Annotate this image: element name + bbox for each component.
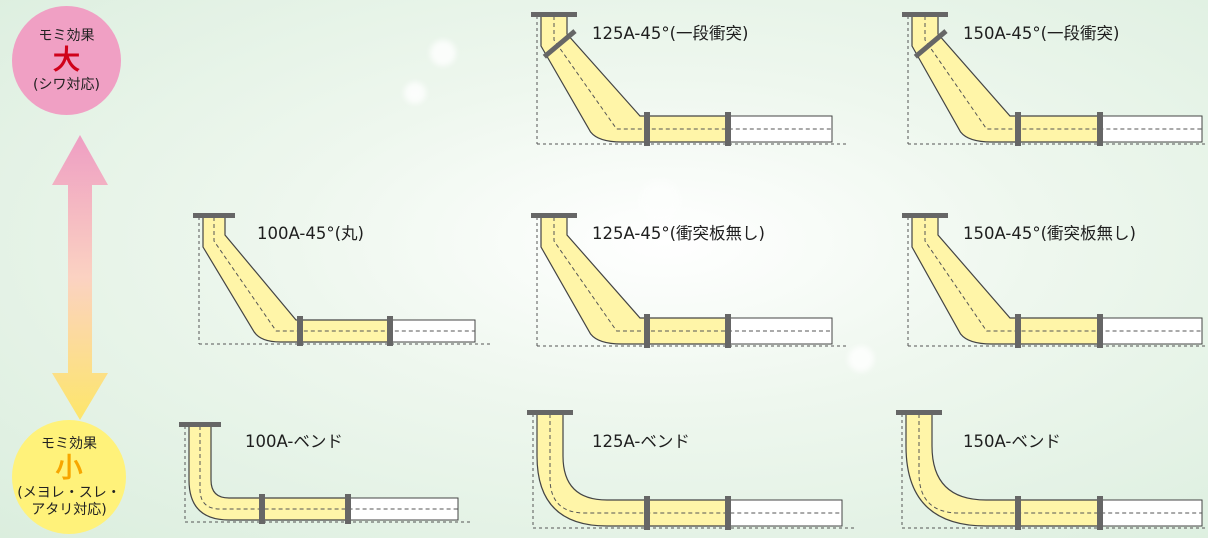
label-125a-45-impact: 125A-45°(一段衝突) xyxy=(592,24,749,43)
pipe-125-bend-top-flange xyxy=(527,410,573,415)
pipe-100-round-pipe xyxy=(202,216,391,343)
pipe-125-bend-flange-2 xyxy=(725,496,731,530)
pipe-100-bend-pipe xyxy=(188,425,349,521)
effect-scale-arrow xyxy=(52,135,108,420)
pipe-150-impact-top-flange xyxy=(902,12,948,17)
background-sparkle xyxy=(640,180,680,220)
pipe-150-impact-pipe xyxy=(911,15,1101,143)
pipe-125-impact-top-flange xyxy=(531,12,577,17)
low-effect-note: (メヨレ・スレ・ xyxy=(17,484,121,501)
pipe-125-bend-pipe xyxy=(536,413,729,527)
pipe-100-round-flange-1 xyxy=(297,316,303,346)
pipe-125-none-centerline xyxy=(553,217,832,332)
high-effect-title: モミ効果 xyxy=(38,27,95,44)
pipe-150-none-top-flange xyxy=(902,213,948,218)
pipe-125-impact-flange-1 xyxy=(644,112,650,146)
pipe-125-impact-flange-2 xyxy=(725,112,731,146)
pipe-150-impact-flange-2 xyxy=(1097,112,1103,146)
pipe-100-round-centerline xyxy=(213,217,475,332)
pipe-125-none-top-flange xyxy=(531,213,577,218)
pipe-125-impact-pipe xyxy=(540,15,729,143)
pipe-125-none-flange-2 xyxy=(725,314,731,348)
pipe-150-bend-pipe xyxy=(905,413,1101,527)
pipe-150-none-centerline xyxy=(924,217,1202,332)
pipe-125-none-pipe xyxy=(540,216,729,345)
pipe-100-bend-top-flange xyxy=(179,422,221,427)
pipe-150-bend-flange-2 xyxy=(1097,496,1103,530)
label-125a-45-no-plate: 125A-45°(衝突板無し) xyxy=(592,224,765,243)
pipe-125-bend-flange-1 xyxy=(644,496,650,530)
high-effect-badge: モミ効果 大 (シワ対応) xyxy=(12,6,121,115)
pipe-150-impact-impact-plate xyxy=(913,29,948,59)
pipe-150-bend-flange-1 xyxy=(1015,496,1021,530)
low-effect-size: 小 xyxy=(55,452,83,484)
pipe-150-bend-centerline xyxy=(918,414,1202,514)
pipe-150-impact-flange-1 xyxy=(1015,112,1021,146)
pipe-150-none-pipe xyxy=(911,216,1101,345)
pipe-100-round-flange-2 xyxy=(387,316,393,346)
pipe-150-none-flange-1 xyxy=(1015,314,1021,348)
pipe-150-impact-centerline xyxy=(924,16,1202,130)
high-effect-note: (シワ対応) xyxy=(33,76,100,93)
pipe-100-bend-centerline xyxy=(199,426,458,510)
pipe-125-bend-centerline xyxy=(549,414,842,514)
label-125a-bend: 125A-ベンド xyxy=(592,432,690,451)
background-sparkle xyxy=(404,82,426,104)
low-effect-title: モミ効果 xyxy=(41,435,97,452)
low-effect-badge: モミ効果 小 (メヨレ・スレ・ アタリ対応) xyxy=(12,420,126,534)
pipe-150-bend-top-flange xyxy=(896,410,942,415)
label-100a-bend: 100A-ベンド xyxy=(245,432,343,451)
high-effect-size: 大 xyxy=(53,44,80,76)
label-150a-bend: 150A-ベンド xyxy=(963,432,1061,451)
pipe-125-impact-centerline xyxy=(553,16,832,130)
pipe-100-bend-flange-2 xyxy=(345,494,351,524)
pipe-125-none-flange-1 xyxy=(644,314,650,348)
background-sparkle xyxy=(430,40,456,66)
label-100a-45-round: 100A-45°(丸) xyxy=(257,224,364,243)
low-effect-note-2: アタリ対応) xyxy=(31,501,107,518)
background-sparkle xyxy=(848,346,874,372)
label-150a-45-no-plate: 150A-45°(衝突板無し) xyxy=(963,224,1136,243)
label-150a-45-impact: 150A-45°(一段衝突) xyxy=(963,24,1120,43)
pipe-100-round-top-flange xyxy=(193,213,235,218)
pipe-100-bend-flange-1 xyxy=(259,494,265,524)
pipe-125-impact-impact-plate xyxy=(542,29,577,59)
pipe-150-none-flange-2 xyxy=(1097,314,1103,348)
